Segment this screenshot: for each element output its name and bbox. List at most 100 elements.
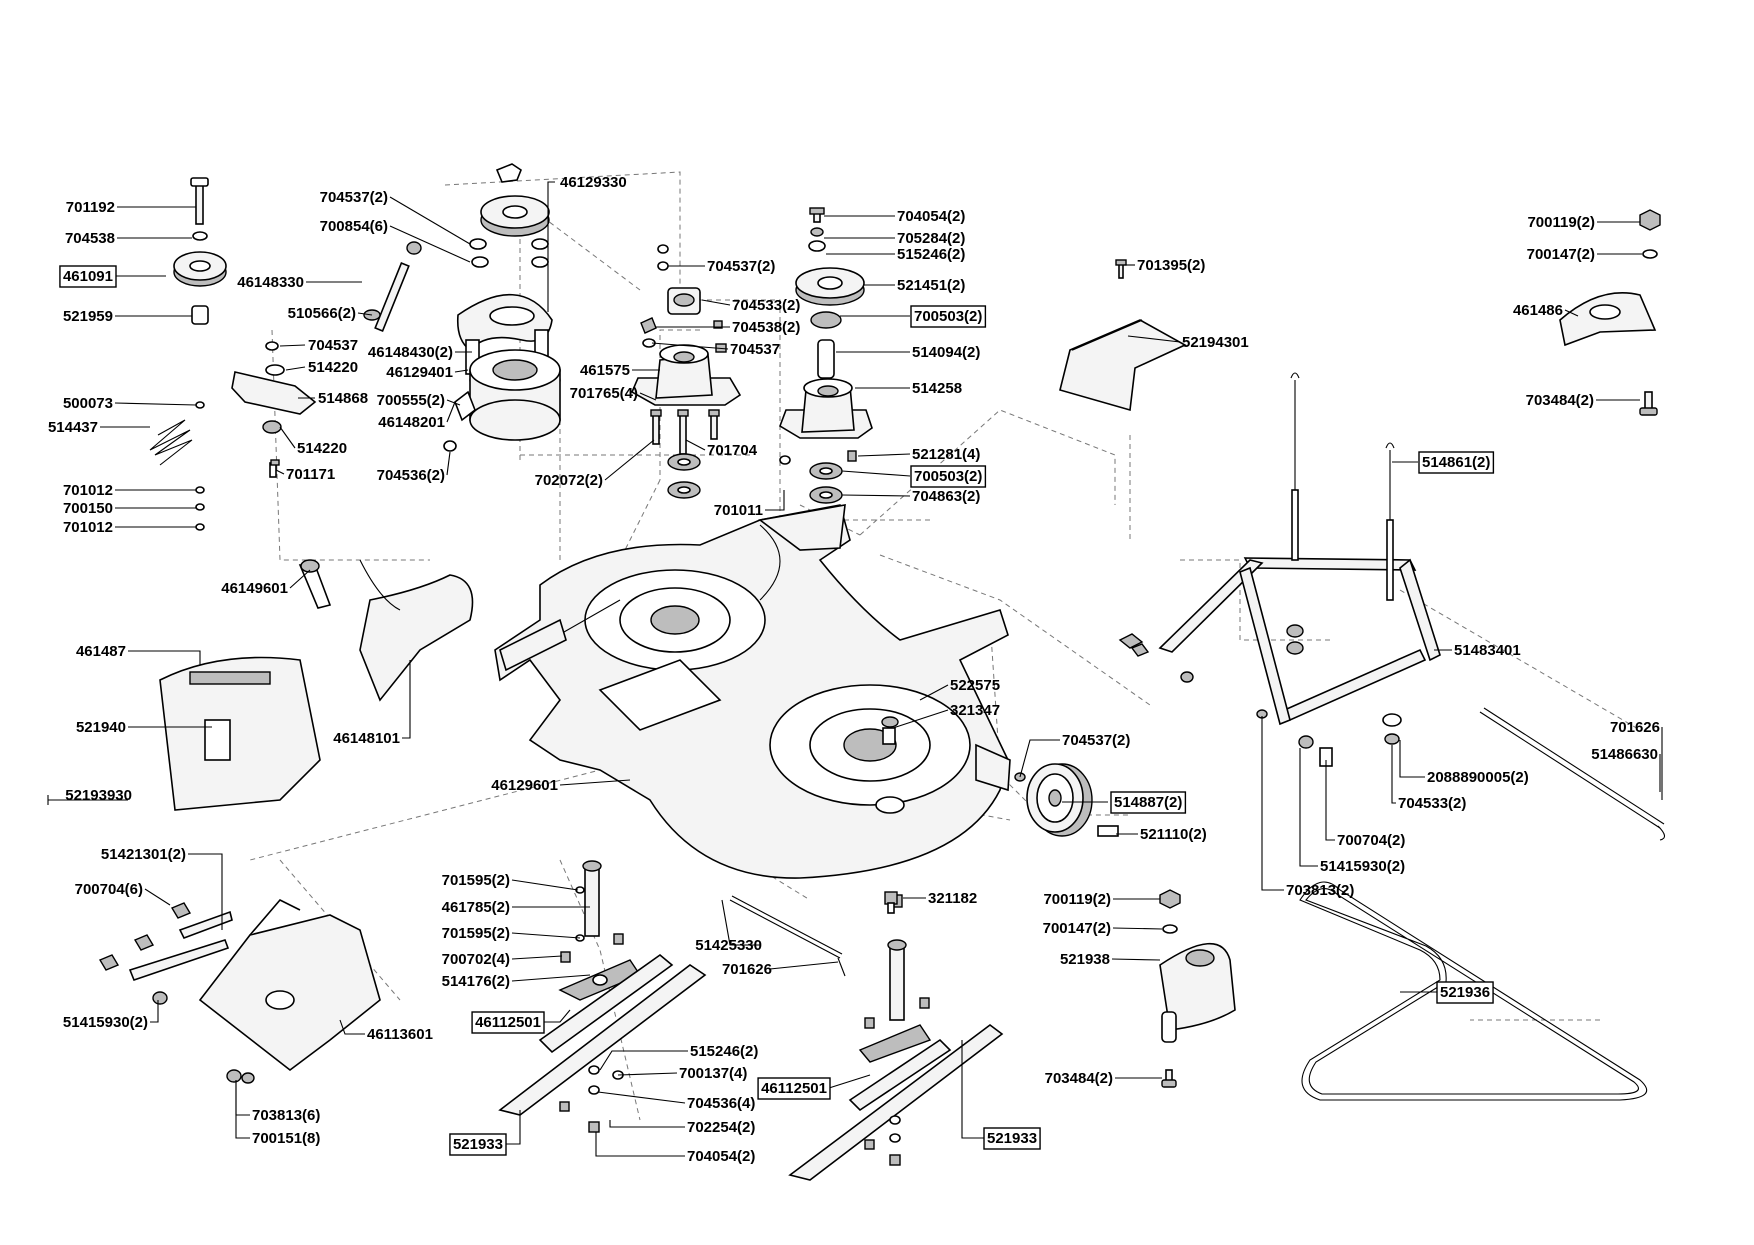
idler-pulley-assembly <box>149 177 317 531</box>
part-number-label: 521933 <box>453 1136 503 1153</box>
part-number-label: 521938 <box>1060 951 1110 968</box>
part-number-label: 701012 <box>63 482 113 499</box>
part-number-label: 521451(2) <box>897 277 965 294</box>
belt-guard <box>1159 889 1236 1088</box>
part-number-label: 500073 <box>63 395 113 412</box>
part-number-label: 701192 <box>66 199 115 216</box>
part-number-label: 704537 <box>308 337 358 354</box>
part-number-label: 704533(2) <box>1398 795 1466 812</box>
part-number-label: 46113601 <box>367 1026 433 1043</box>
part-number-label: 52194301 <box>1182 334 1249 351</box>
part-number-label: 700147(2) <box>1043 920 1111 937</box>
part-number-label: 461575 <box>580 362 630 379</box>
part-number-label: 514094(2) <box>912 344 980 361</box>
part-number-label: 700854(6) <box>320 218 388 235</box>
part-number-label: 704054(2) <box>687 1148 755 1165</box>
part-number-label: 700704(6) <box>75 881 143 898</box>
part-number-label: 521940 <box>76 719 126 736</box>
part-number-label: 700503(2) <box>914 468 982 485</box>
part-number-label: 704538 <box>65 230 115 247</box>
part-number-label: 704538(2) <box>732 319 800 336</box>
discharge-chute-assembly <box>47 559 474 811</box>
boxed-label-frame <box>910 305 987 328</box>
part-number-label: 51421301(2) <box>101 846 186 863</box>
part-number-label: 522575 <box>950 677 1000 694</box>
part-number-label: 521281(4) <box>912 446 980 463</box>
part-number-label: 51483401 <box>1454 642 1521 659</box>
part-number-label: 321347 <box>950 702 1000 719</box>
part-number-label: 701395(2) <box>1137 257 1205 274</box>
part-number-label: 702254(2) <box>687 1119 755 1136</box>
part-number-label: 514868 <box>318 390 368 407</box>
part-number-label: 702072(2) <box>535 472 603 489</box>
part-number-label: 701012 <box>63 519 113 536</box>
part-number-label: 461785(2) <box>442 899 510 916</box>
part-number-label: 704863(2) <box>912 488 980 505</box>
boxed-label-frame <box>910 465 987 488</box>
part-number-label: 700119(2) <box>1527 214 1595 231</box>
part-number-label: 703813(6) <box>252 1107 320 1124</box>
boxed-label-frame <box>983 1127 1041 1150</box>
boxed-label-frame <box>1418 451 1495 474</box>
part-number-label: 46112501 <box>475 1014 541 1031</box>
part-number-label: 703813(2) <box>1286 882 1354 899</box>
drive-pulley-top <box>363 163 561 452</box>
mower-deck <box>494 504 1011 879</box>
part-number-label: 514437 <box>48 419 98 436</box>
spindle-left <box>630 244 742 499</box>
part-number-label: 514176(2) <box>442 973 510 990</box>
lift-frame-assembly <box>1118 372 1666 841</box>
part-number-label: 514220 <box>308 359 358 376</box>
part-number-label: 514220 <box>297 440 347 457</box>
part-number-label: 51415930(2) <box>63 1014 148 1031</box>
part-number-label: 515246(2) <box>897 246 965 263</box>
part-number-label: 701011 <box>714 502 763 519</box>
part-number-label: 701704 <box>707 442 758 459</box>
part-number-label: 700119(2) <box>1043 891 1111 908</box>
part-number-label: 703484(2) <box>1045 1070 1113 1087</box>
part-number-label: 704537(2) <box>1062 732 1130 749</box>
part-number-label: 514887(2) <box>1114 794 1182 811</box>
part-number-label: 705284(2) <box>897 230 965 247</box>
boxed-label-frame <box>449 1133 507 1156</box>
part-number-label: 51415930(2) <box>1320 858 1405 875</box>
part-number-label: 521110(2) <box>1140 826 1207 843</box>
part-number-label: 700150 <box>63 500 113 517</box>
gauge-wheel <box>1014 763 1119 837</box>
part-number-label: 510566(2) <box>288 305 356 322</box>
part-number-label: 701626 <box>1610 719 1660 736</box>
part-number-label: 46129401 <box>386 364 453 381</box>
blade-assembly-left <box>498 860 707 1133</box>
part-number-label: 701765(4) <box>570 385 638 402</box>
part-number-label: 704537(2) <box>320 189 388 206</box>
part-number-label: 704533(2) <box>732 297 800 314</box>
part-number-label: 461487 <box>76 643 126 660</box>
part-number-label: 2088890005(2) <box>1427 769 1529 786</box>
part-number-label: 700503(2) <box>914 308 982 325</box>
part-number-label: 46148330 <box>237 274 304 291</box>
part-number-label: 321182 <box>928 890 977 907</box>
cross-rod <box>729 891 898 977</box>
part-number-label: 704054(2) <box>897 208 965 225</box>
part-number-label: 701626 <box>722 961 772 978</box>
part-number-label: 51425330 <box>695 937 762 954</box>
part-number-label: 700147(2) <box>1527 246 1595 263</box>
part-number-label: 46148201 <box>378 414 445 431</box>
part-number-label: 701595(2) <box>442 872 510 889</box>
blade-assembly-right <box>788 894 1004 1181</box>
part-number-label: 46129330 <box>560 174 627 191</box>
part-number-label: 701595(2) <box>442 925 510 942</box>
part-number-label: 521936 <box>1440 984 1490 1001</box>
spindle-right <box>779 207 873 504</box>
part-number-label: 515246(2) <box>690 1043 758 1060</box>
part-number-label: 46149601 <box>221 580 288 597</box>
lift-bracket-assembly <box>98 899 381 1084</box>
part-number-label: 461486 <box>1513 302 1563 319</box>
boxed-label-frame <box>1110 791 1187 814</box>
part-number-label: 514861(2) <box>1422 454 1490 471</box>
part-number-label: 700137(4) <box>679 1065 747 1082</box>
part-number-label: 704536(2) <box>377 467 445 484</box>
part-number-label: 46148430(2) <box>368 344 453 361</box>
